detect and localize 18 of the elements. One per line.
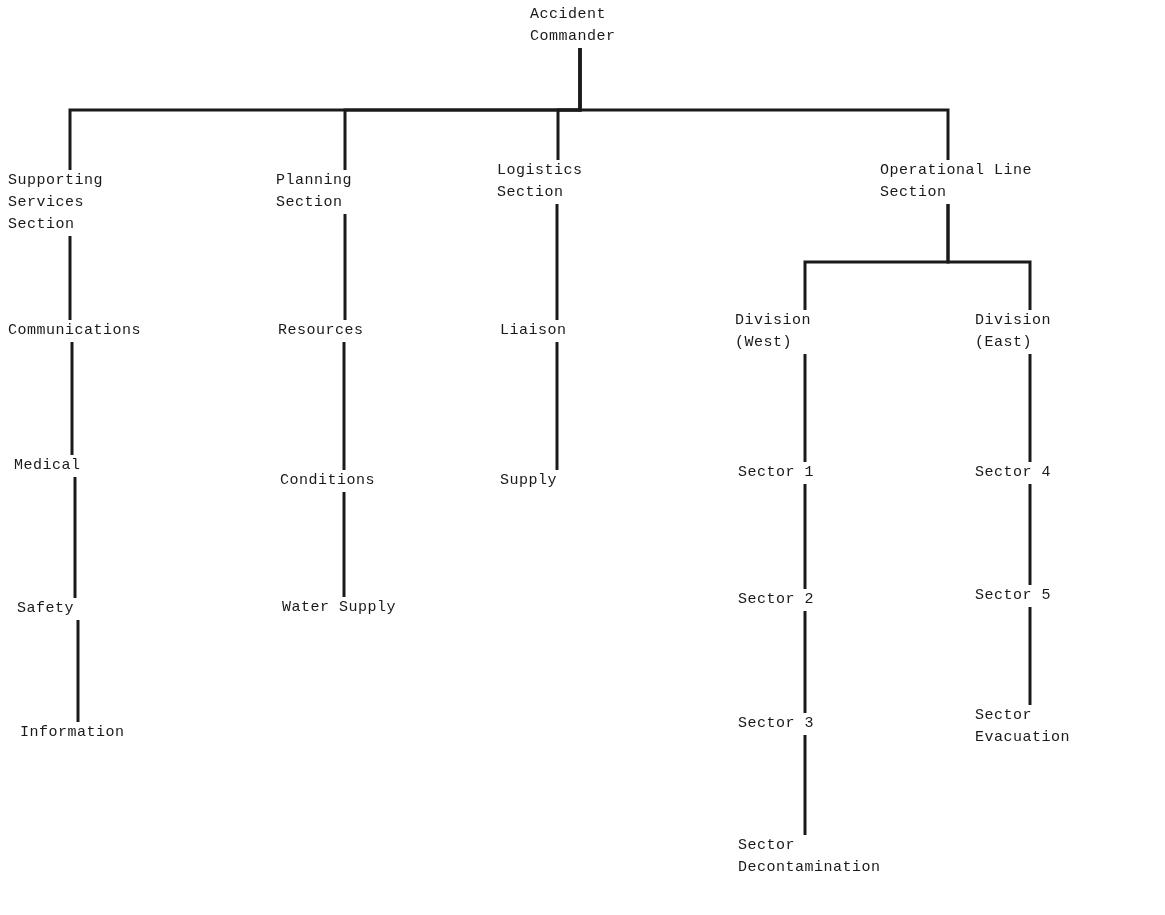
- connector-line: [68, 236, 72, 320]
- connector-line: [946, 204, 1032, 310]
- connector-line: [803, 735, 807, 835]
- connector-line: [70, 342, 74, 455]
- connector-line: [343, 214, 347, 320]
- connector-line: [803, 354, 807, 462]
- connector-line: [803, 484, 807, 589]
- connector-line: [1028, 607, 1032, 705]
- connector-line: [555, 204, 559, 320]
- connector-line: [342, 492, 346, 597]
- connector-line: [76, 620, 80, 722]
- connector-line: [803, 611, 807, 713]
- connector-line: [73, 477, 77, 598]
- connector-line: [1028, 484, 1032, 585]
- connector-line: [342, 342, 346, 470]
- connector-line: [555, 342, 559, 470]
- connector-line: [578, 48, 950, 160]
- connector-line: [1028, 354, 1032, 462]
